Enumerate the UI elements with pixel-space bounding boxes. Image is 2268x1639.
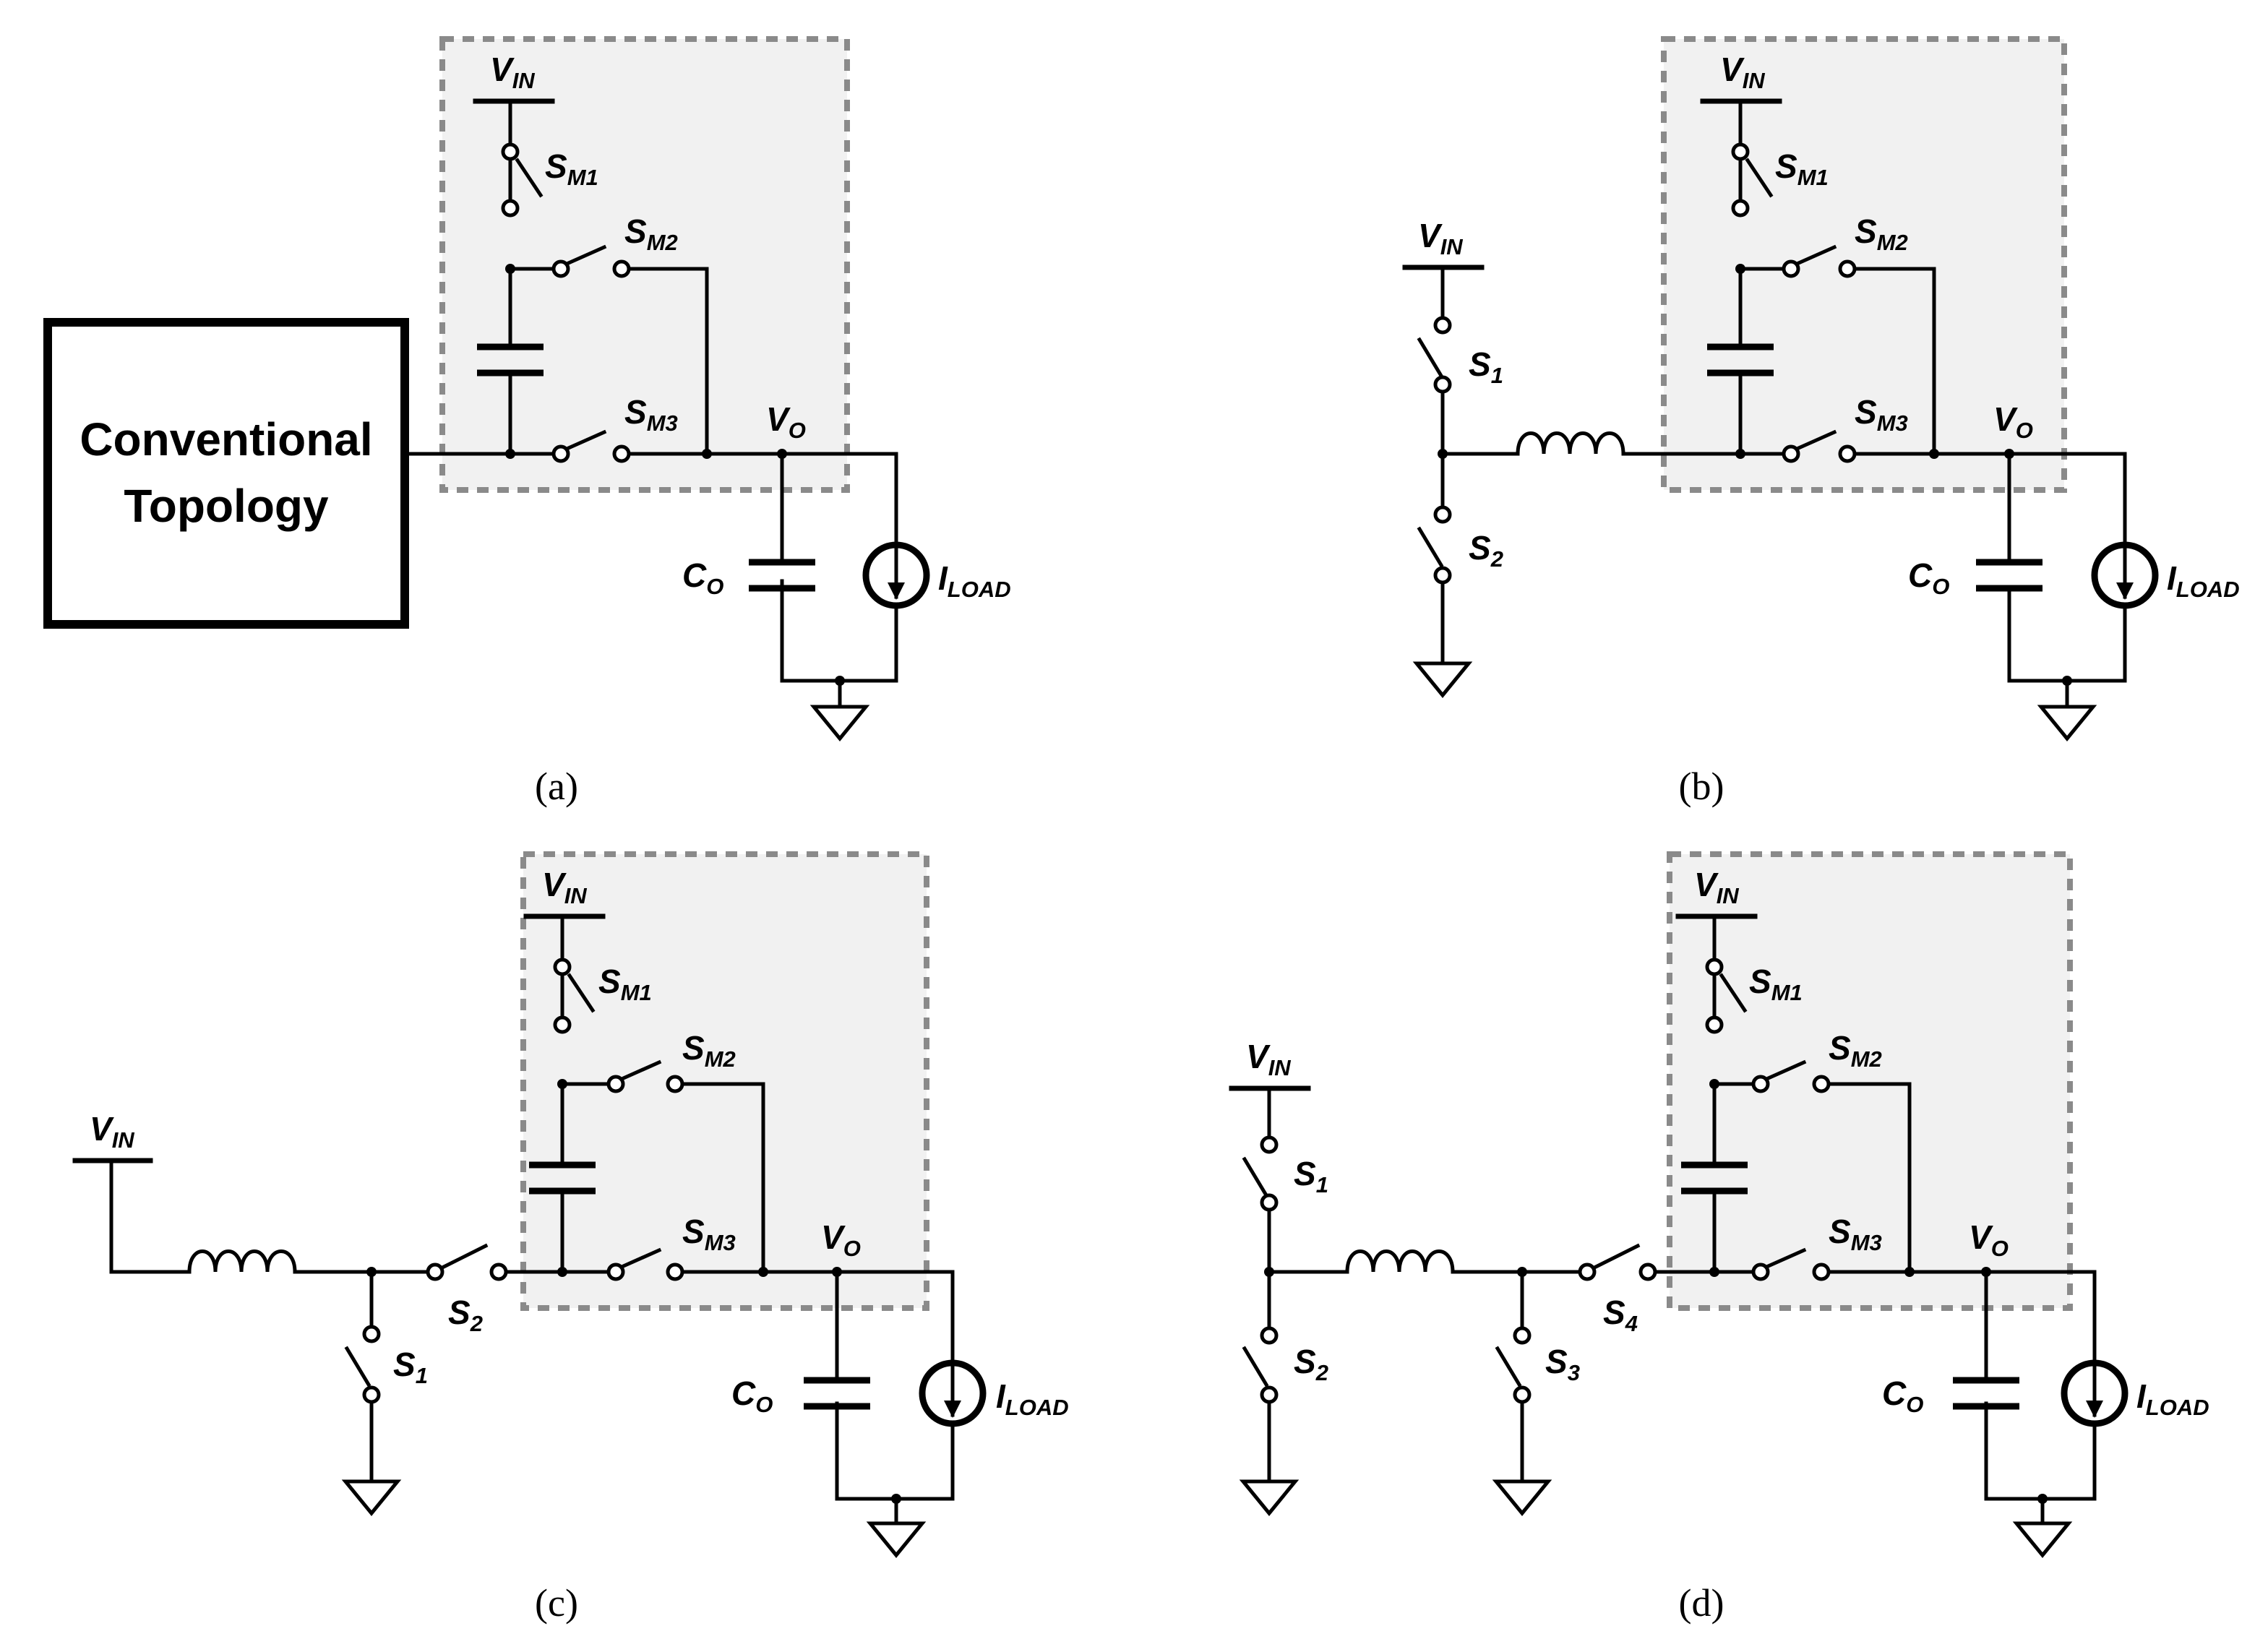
caption-b: (b) (1679, 765, 1724, 808)
label-sm2-d: SM2 (1829, 1029, 1882, 1072)
ground-left-b (1412, 661, 1473, 698)
panel-c: VIN S2 S1 VIN SM1 SM2 SM3 VO CO ILOAD (c… (72, 851, 1069, 1625)
label-co-c: CO (731, 1375, 773, 1417)
inductor-b (1516, 431, 1625, 456)
label-s2-c: S2 (448, 1294, 483, 1336)
label-vo-a: VO (766, 400, 806, 443)
caption-a: (a) (535, 765, 578, 808)
sm3-terminal-right-a (612, 444, 631, 463)
block-label-line1: Conventional (80, 413, 372, 465)
ground-symbol-a (809, 705, 870, 741)
label-s4-d: S4 (1603, 1294, 1638, 1336)
module-box-d (1667, 851, 2073, 1311)
inductor-d (1345, 1249, 1455, 1274)
ground-symbol-b (2037, 705, 2097, 741)
label-sm3-b: SM3 (1855, 393, 1908, 436)
label-s2-d: S2 (1294, 1343, 1328, 1385)
label-co-d: CO (1882, 1375, 1923, 1417)
label-sm1-c: SM1 (598, 963, 652, 1005)
label-sm3-d: SM3 (1829, 1213, 1882, 1255)
label-sm1-a: SM1 (545, 147, 598, 190)
panel-a: Conventional Topology (43, 36, 1011, 808)
sm3-terminal-left-a (551, 444, 570, 463)
label-vin-a: VIN (490, 51, 535, 93)
label-vin-left-c: VIN (90, 1110, 134, 1153)
ground-left-d (1239, 1479, 1300, 1516)
ground-symbol-c (866, 1521, 927, 1558)
caption-d: (d) (1679, 1581, 1724, 1625)
label-iload-c: ILOAD (996, 1377, 1069, 1420)
label-sm1-b: SM1 (1775, 147, 1829, 190)
label-s1-d: S1 (1294, 1155, 1328, 1197)
label-vo-c: VO (821, 1218, 861, 1261)
block-label-line2: Topology (124, 480, 329, 532)
s1-blade-c (344, 1346, 371, 1388)
conventional-topology-block (43, 318, 409, 629)
label-co-b: CO (1908, 556, 1949, 599)
sm1-blade-a (515, 158, 544, 198)
label-sm2-c: SM2 (682, 1029, 736, 1072)
sm1-terminal-bottom-a (501, 199, 520, 218)
label-sm3-a: SM3 (624, 393, 678, 436)
label-iload-a: ILOAD (938, 559, 1011, 602)
label-sm2-a: SM2 (624, 212, 678, 255)
label-iload-b: ILOAD (2167, 559, 2240, 602)
label-sm2-b: SM2 (1855, 212, 1908, 255)
label-s3-d: S3 (1545, 1343, 1580, 1385)
sm3-blade-a (562, 429, 607, 452)
ground-left-c (341, 1479, 402, 1516)
label-vin-b: VIN (1720, 51, 1765, 93)
sm1-terminal-top-a (501, 142, 520, 161)
sm2-blade-a (562, 244, 607, 267)
caption-c: (c) (535, 1581, 578, 1625)
label-sm3-c: SM3 (682, 1213, 736, 1255)
label-sm1-d: SM1 (1749, 963, 1803, 1005)
panel-b: VIN S1 S2 VIN SM1 SM2 SM3 VO CO ILOAD (b… (1402, 36, 2240, 808)
ground-mid-d (1492, 1479, 1552, 1516)
label-s2-b: S2 (1469, 529, 1503, 572)
s2-blade-b (1417, 526, 1444, 568)
label-iload-d: ILOAD (2136, 1377, 2209, 1420)
module-box-c (520, 851, 929, 1311)
label-vo-b: VO (1993, 400, 2033, 443)
label-s1-c: S1 (393, 1346, 428, 1388)
label-vin-c: VIN (542, 866, 587, 908)
label-vin-d: VIN (1694, 866, 1739, 908)
s1-blade-b (1417, 337, 1444, 379)
label-s1-b: S1 (1469, 345, 1503, 388)
label-vin-left-b: VIN (1418, 217, 1463, 259)
panel-d: VIN S1 S2 S3 S4 VIN SM1 SM2 SM3 VO CO IL… (1229, 851, 2209, 1625)
module-box-b (1661, 36, 2067, 493)
sm2-terminal-right-a (612, 259, 631, 278)
inductor-c (187, 1249, 297, 1274)
label-vin-left-d: VIN (1246, 1038, 1291, 1080)
ground-symbol-d (2012, 1521, 2073, 1558)
label-vo-d: VO (1969, 1218, 2009, 1261)
label-co-a: CO (682, 556, 723, 599)
s2-blade-c (439, 1243, 489, 1270)
sm2-terminal-left-a (551, 259, 570, 278)
current-arrow-a (888, 582, 905, 600)
